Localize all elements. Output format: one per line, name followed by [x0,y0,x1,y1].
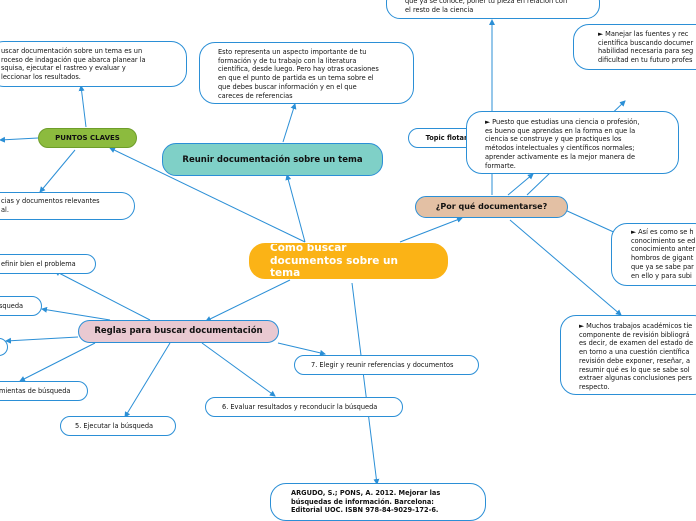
link-reunir-aspecto [282,103,297,143]
step-busqueda[interactable]: squeda [0,296,42,316]
link-reglas-left [5,336,79,344]
step-evaluar[interactable]: 6. Evaluar resultados y reconducir la bú… [205,397,403,417]
note-buscar-documentacion[interactable]: uscar documentación sobre un tema es un … [0,41,187,87]
link-puntos-left [0,136,39,143]
link-porque-asi [564,209,619,235]
topic-reunir-documentacion[interactable]: Reunir documentación sobre un tema [162,143,383,176]
link-puntos-buscar [78,85,87,128]
topic-puntos-claves[interactable]: PUNTOS CLAVES [38,128,137,148]
link-puntos-referencias [39,149,76,193]
link-reglas-evaluar [201,342,276,397]
link-porque-muchos [509,219,622,316]
link-reglas-herramientas [19,342,96,382]
link-reglas-elegir [277,342,326,356]
link-center-citation [351,282,380,485]
step-ejecutar[interactable]: 5. Ejecutar la búsqueda [60,416,176,436]
step-herramientas[interactable]: mientas de búsqueda [0,381,88,401]
link-center-puntos [109,147,306,243]
link-center-reunir [285,174,306,243]
link-center-reglas [205,279,291,322]
note-asi-es-como[interactable]: ► Así es como se h conocimiento se ed co… [611,223,696,286]
topic-por-que-documentarse[interactable]: ¿Por qué documentarse? [415,196,568,218]
link-reglas-ejecutar [124,342,171,418]
note-puesto-que[interactable]: ► Puesto que estudias una ciencia o prof… [466,111,679,174]
link-reglas-definir [54,270,151,321]
note-manejar-fuentes[interactable]: ► Manejar las fuentes y rec científica b… [573,24,696,70]
step-elegir[interactable]: 7. Elegir y reunir referencias y documen… [294,355,479,375]
note-poner-pieza[interactable]: que ya se conoce, poner tu pieza en rela… [386,0,600,19]
note-citation[interactable]: ARGUDO, S.; PONS, A. 2012. Mejorar las b… [270,483,486,521]
link-center-porque [399,217,463,243]
topic-reglas-buscar[interactable]: Reglas para buscar documentación [78,320,279,343]
note-muchos-trabajos[interactable]: ► Muchos trabajos académicos tie compone… [560,315,696,395]
step-definir-problema[interactable]: efinir bien el problema [0,254,96,274]
central-topic[interactable]: Cómo buscar documentos sobre un tema [249,243,448,279]
note-referencias-relevantes[interactable]: cias y documentos relevantes al. [0,192,135,220]
note-aspecto-importante[interactable]: Esto representa un aspecto importante de… [199,42,414,104]
link-porque-puesto [507,173,534,196]
link-reglas-busqueda [41,306,111,321]
